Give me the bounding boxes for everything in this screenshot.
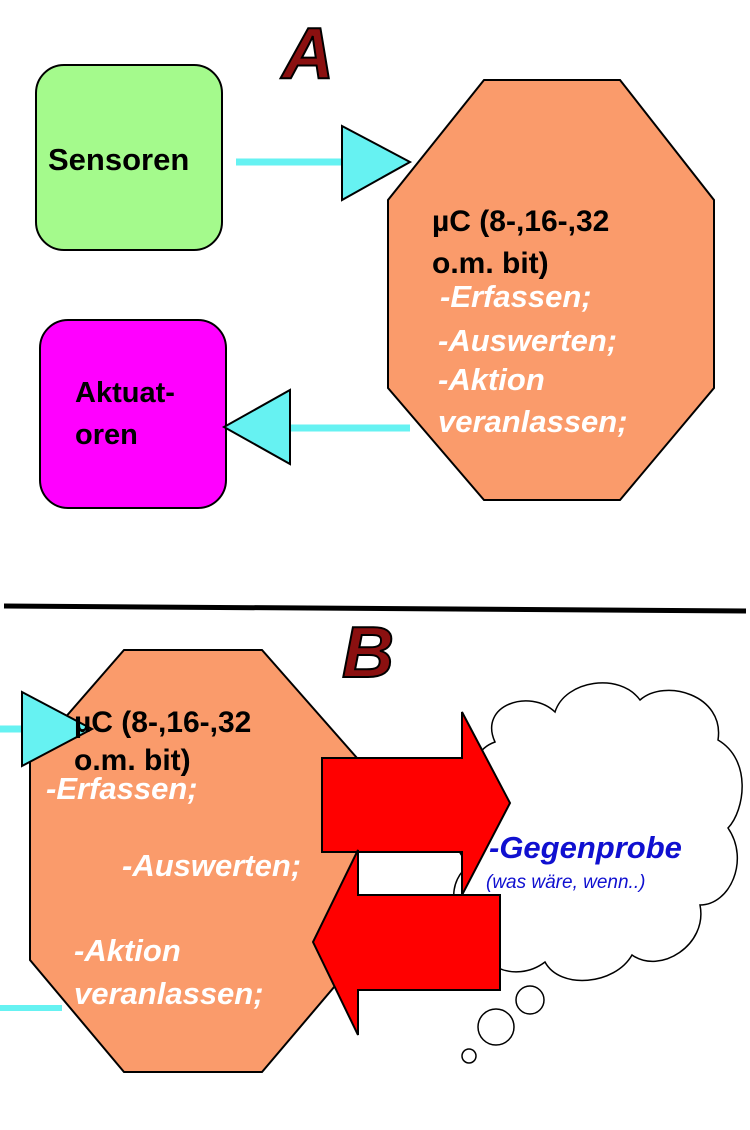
actuators-label-line2: oren: [75, 419, 138, 451]
section-a-letter: A: [280, 14, 334, 94]
uc-a-task-veranlassen: veranlassen;: [438, 404, 628, 439]
cloud-bubble-large: [515, 985, 545, 1015]
uc-b-task-erfassen: -Erfassen;: [46, 771, 198, 806]
uc-b-input-arrowhead: [21, 690, 95, 768]
section-b-letter: B: [342, 613, 394, 693]
uc-b-task-veranlassen: veranlassen;: [74, 976, 264, 1011]
uc-octagon-b: [29, 649, 358, 1073]
uc-a-task-auswerten: -Auswerten;: [438, 323, 617, 358]
uc-b-task-auswerten: -Auswerten;: [122, 848, 301, 883]
cloud-bubble-small: [461, 1048, 477, 1064]
uc-a-line2: o.m. bit): [432, 247, 549, 280]
section-divider: [3, 603, 747, 614]
big-arrow-to-cloud: [321, 711, 512, 896]
actuators-arrowhead: [221, 388, 291, 466]
cloud-bubble-medium: [477, 1008, 515, 1046]
sensors-box: [35, 64, 223, 251]
actuators-label-line1: Aktuat-: [75, 377, 175, 409]
sensors-label: Sensoren: [48, 142, 189, 177]
uc-a-line1: µC (8-,16-,32: [432, 205, 609, 238]
uc-b-task-aktion: -Aktion: [74, 933, 181, 968]
uc-a-task-aktion: -Aktion: [438, 362, 545, 397]
uc-a-task-erfassen: -Erfassen;: [440, 279, 592, 314]
uc-b-line2: o.m. bit): [74, 744, 191, 777]
cloud-subtitle: (was wäre, wenn..): [486, 872, 645, 893]
big-arrow-to-uc: [311, 849, 501, 1036]
actuators-box: [39, 319, 227, 509]
sensors-arrowhead: [341, 124, 413, 202]
uc-b-line1: µC (8-,16-,32: [74, 706, 251, 739]
cloud-title: -Gegenprobe: [489, 830, 682, 865]
uc-octagon-a: [387, 79, 715, 501]
